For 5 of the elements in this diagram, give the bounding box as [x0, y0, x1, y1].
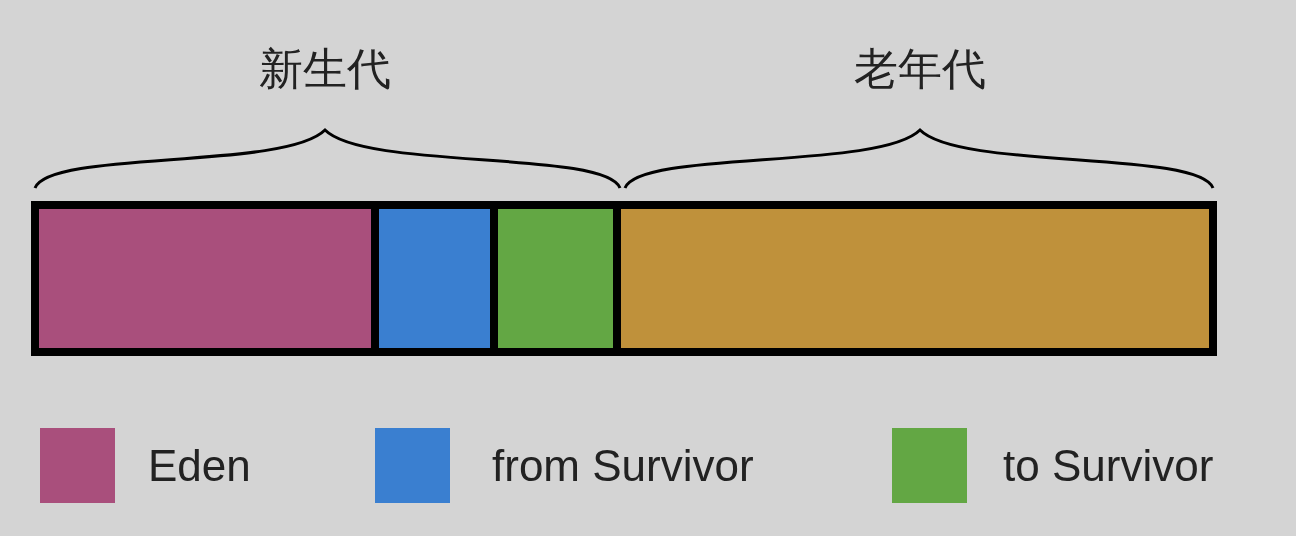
legend-label: to Survivor — [1003, 440, 1214, 492]
legend-label: from Survivor — [492, 440, 754, 492]
legend-label: Eden — [148, 440, 251, 492]
generation-label: 老年代 — [854, 42, 986, 96]
generation-label: 新生代 — [259, 42, 391, 96]
